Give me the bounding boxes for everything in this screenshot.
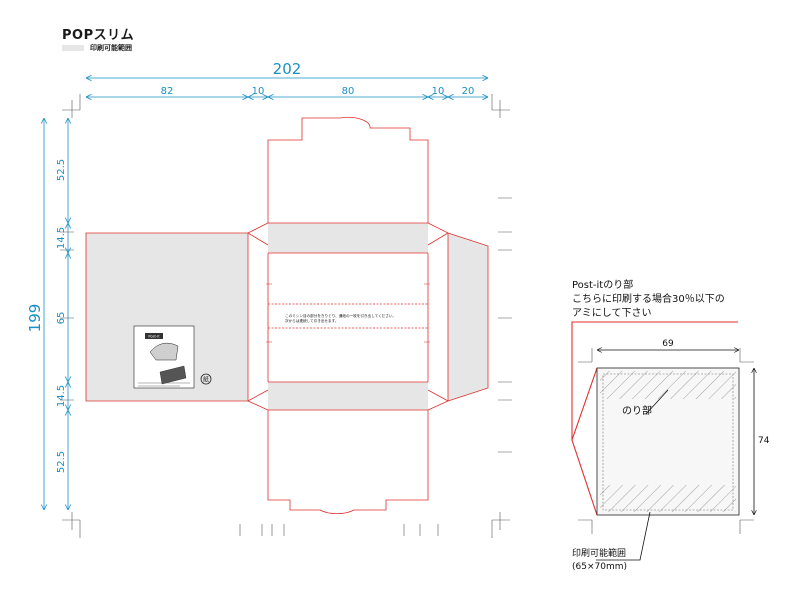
page-title: POPスリム bbox=[62, 28, 135, 43]
printable-label: 印刷可能範囲 bbox=[572, 547, 626, 559]
top-dimensions bbox=[86, 78, 488, 97]
front-bottom-band bbox=[268, 382, 428, 410]
dim-52-5-bottom: 52.5 bbox=[56, 451, 67, 473]
legend-label: 印刷可能範囲 bbox=[90, 44, 132, 52]
fold-ticks bbox=[266, 283, 430, 343]
left-dimensions bbox=[44, 118, 68, 510]
glue-label: のり部 bbox=[622, 404, 652, 417]
dim-total-width: 202 bbox=[273, 60, 302, 78]
inset-heading-2: こちらに印刷する場合30％以下の bbox=[572, 292, 725, 305]
dim-total-height: 199 bbox=[26, 304, 44, 333]
dim-10-right: 10 bbox=[432, 86, 445, 97]
right-flap bbox=[448, 233, 488, 401]
dim-80: 80 bbox=[342, 86, 355, 97]
inset-heading-3: アミにして下さい bbox=[572, 307, 652, 319]
svg-text:Post-it: Post-it bbox=[148, 335, 160, 339]
inset-dim-width: 69 bbox=[662, 339, 674, 349]
perforation-note-2: 次からは連続して引き出せます。 bbox=[285, 318, 338, 323]
legend: 印刷可能範囲 bbox=[62, 43, 132, 53]
print-areas bbox=[86, 223, 488, 410]
printable-area-outline bbox=[602, 373, 734, 511]
dim-52-5-top: 52.5 bbox=[56, 159, 67, 181]
recycle-mark-icon: 紙 bbox=[200, 373, 212, 385]
inset-heading-1: Post-itのり部 bbox=[572, 278, 633, 291]
print-area-swatch bbox=[62, 45, 84, 51]
die-cut-outline bbox=[85, 116, 489, 515]
perforation-note-1: このミシン目の部分をきりとり、通紙の一枚を引き出してください。 bbox=[285, 313, 396, 318]
postit-instruction-box: Post-it bbox=[133, 325, 195, 389]
inset-dim-height: 74 bbox=[758, 436, 770, 446]
glue-strip-top bbox=[600, 371, 736, 399]
inset-cut-line bbox=[571, 321, 738, 516]
dim-14-5-top: 14.5 bbox=[56, 227, 67, 249]
svg-text:紙: 紙 bbox=[203, 376, 209, 384]
dim-14-5-bottom: 14.5 bbox=[56, 385, 67, 407]
front-top-band bbox=[268, 223, 428, 253]
dim-82: 82 bbox=[161, 86, 174, 97]
dim-10-left: 10 bbox=[252, 86, 265, 97]
dim-65: 65 bbox=[56, 312, 67, 325]
glue-strip-bottom bbox=[600, 485, 736, 512]
dim-20: 20 bbox=[462, 86, 475, 97]
printable-size: (65×70mm) bbox=[572, 562, 627, 572]
